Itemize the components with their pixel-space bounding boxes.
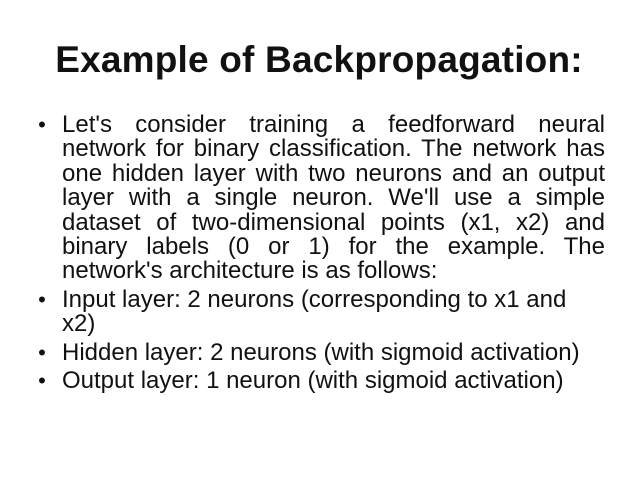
bullet-item: • Let's consider training a feedforward … [30, 111, 605, 285]
bullet-text: Hidden layer: 2 neurons (with sigmoid ac… [62, 338, 580, 366]
bullet-text: Input layer: 2 neurons (corresponding to… [62, 285, 567, 338]
bullet-item: • Hidden layer: 2 neurons (with sigmoid … [30, 338, 605, 366]
slide-title: Example of Backpropagation: [55, 39, 583, 80]
bullet-icon: • [38, 286, 46, 312]
bullet-item: • Output layer: 1 neuron (with sigmoid a… [30, 367, 605, 395]
bullet-icon: • [38, 339, 46, 365]
bullet-list: • Let's consider training a feedforward … [30, 111, 605, 397]
bullet-icon: • [38, 112, 46, 137]
bullet-item: • Input layer: 2 neurons (corresponding … [30, 285, 605, 338]
bullet-text: Output layer: 1 neuron (with sigmoid act… [62, 367, 564, 395]
bullet-icon: • [38, 368, 46, 394]
bullet-text: Let's consider training a feedforward ne… [62, 111, 605, 285]
